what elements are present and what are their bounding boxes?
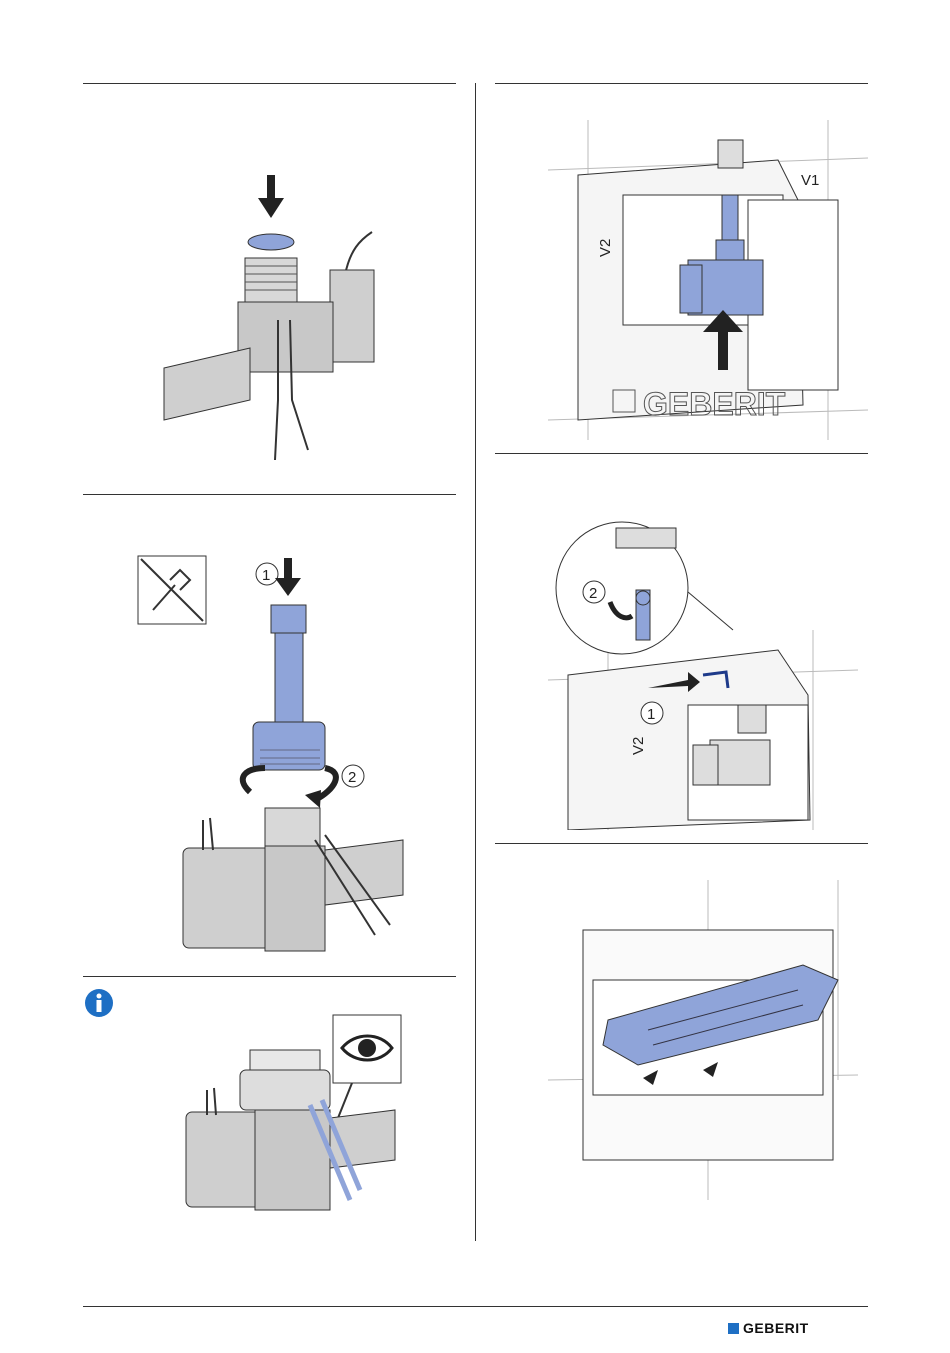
down-arrow-icon: [275, 558, 301, 596]
rule-right-3: [495, 843, 868, 844]
brand-name: GEBERIT: [743, 1320, 809, 1336]
filter-disk: [248, 234, 294, 250]
rule-right-2: [495, 453, 868, 454]
brand-square-icon: [728, 1323, 739, 1334]
label-v2: V2: [597, 239, 614, 257]
step-1-label: 1: [262, 567, 270, 584]
info-icon: [84, 988, 114, 1018]
down-arrow-icon: [258, 175, 284, 218]
figure-eye-check: [180, 1010, 410, 1220]
footer-brand-logo: GEBERIT: [728, 1320, 809, 1336]
eye-icon: [333, 1015, 401, 1083]
label-v1: V1: [801, 172, 819, 189]
rule-top-right: [495, 83, 868, 84]
frame-brand-text: GEBERIT: [643, 386, 786, 422]
no-wrench-icon: [138, 556, 206, 624]
figure-rod-insertion: V2 2 1: [548, 510, 858, 830]
label-v2: V2: [630, 737, 647, 755]
column-divider: [475, 83, 476, 1241]
step-2-label: 2: [348, 769, 356, 786]
figure-valve-filter: [150, 170, 400, 465]
rule-left-2: [83, 494, 456, 495]
figure-cover-plate: [548, 880, 858, 1200]
figure-frame-v1: V2 V1 GEBERIT: [548, 120, 868, 440]
figure-pipe-rotate: 1 2: [135, 550, 425, 960]
rotate-arrow-icon: [243, 768, 336, 808]
rule-footer: [83, 1306, 868, 1307]
rule-left-3: [83, 976, 456, 977]
rule-top-left: [83, 83, 456, 84]
step-2-label: 2: [589, 585, 597, 602]
step-1-label: 1: [647, 706, 655, 723]
